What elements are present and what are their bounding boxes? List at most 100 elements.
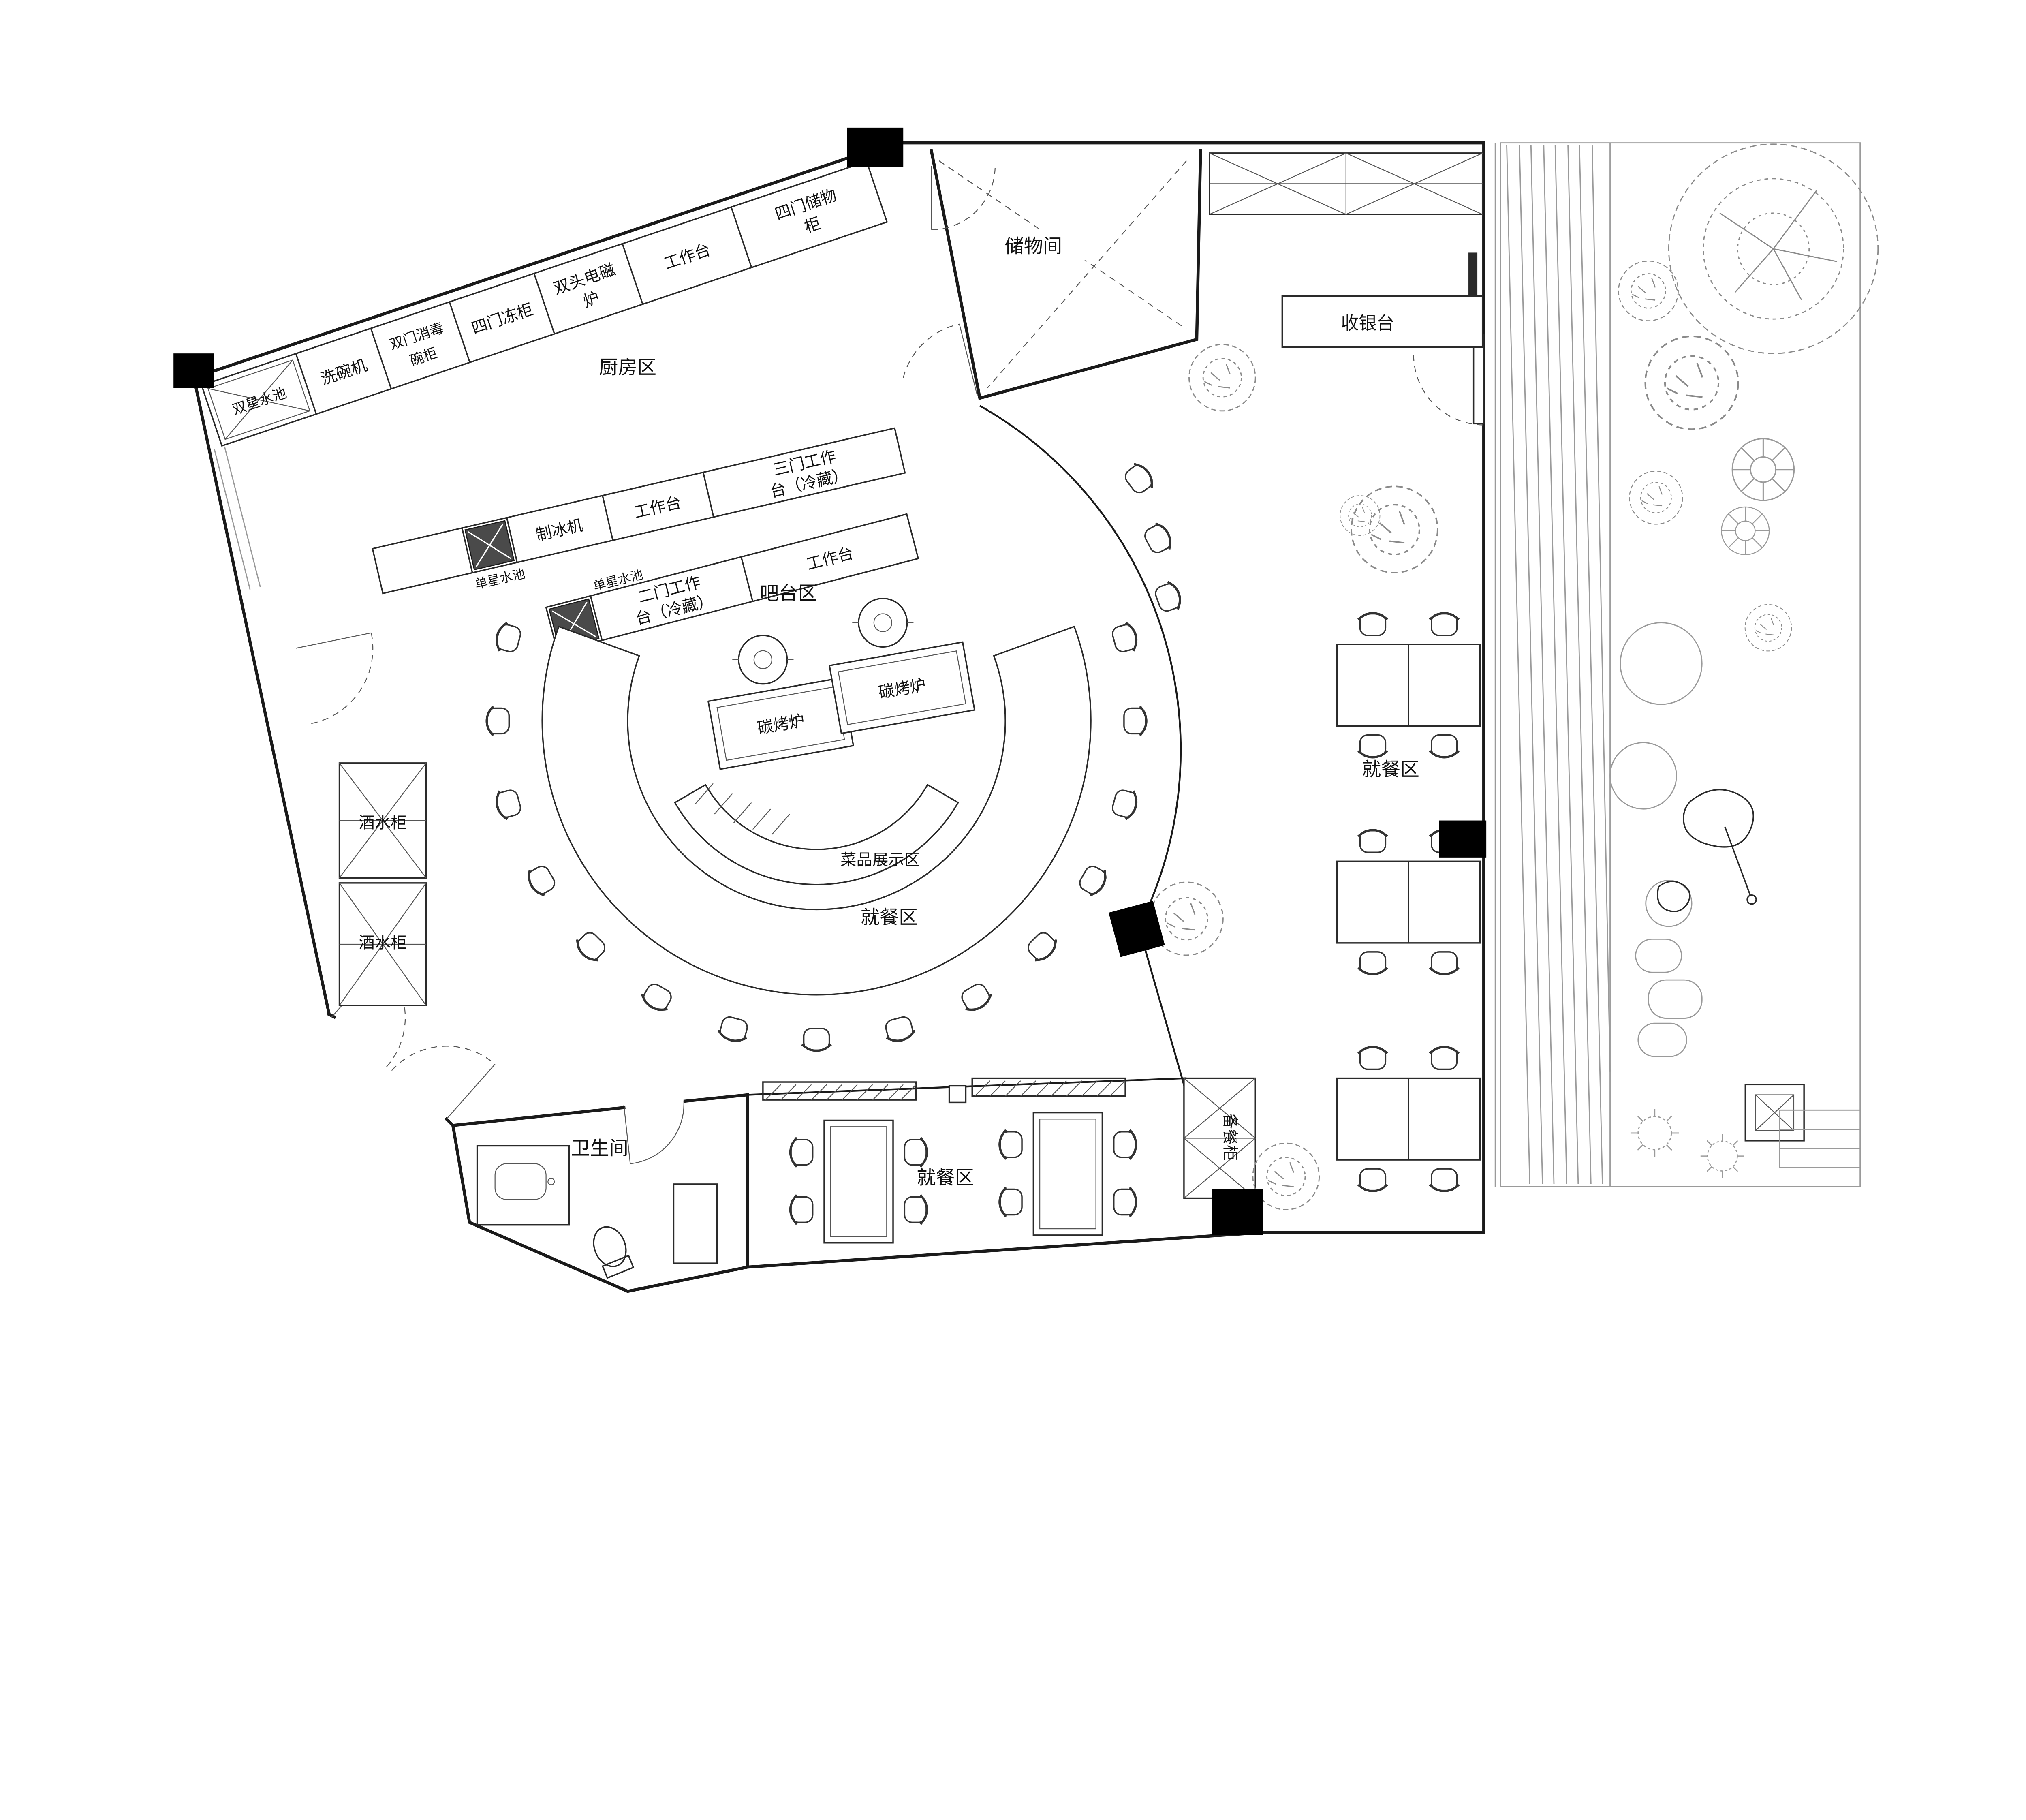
chair	[1114, 1187, 1136, 1217]
chair	[791, 1195, 813, 1224]
chair	[1358, 1047, 1387, 1069]
wine-cabinets: 酒水柜 酒水柜	[338, 762, 427, 1006]
large-tree	[1668, 143, 1879, 354]
chair	[1430, 1047, 1459, 1069]
grill-table-1: 碳烤炉	[707, 677, 855, 770]
floor-plan: 双星水池 洗碗机 双门消毒 碗柜 四门冻柜 双头电磁 炉 工作台 四门储物 柜 …	[173, 127, 1879, 1293]
chair	[1430, 952, 1459, 974]
chair	[1358, 830, 1387, 852]
kitchen-pass-door	[903, 323, 978, 396]
garden-plant	[1630, 1108, 1680, 1158]
chair	[1430, 735, 1459, 757]
single-sink-1	[464, 520, 515, 571]
garden-tree	[1629, 471, 1683, 525]
label-wine-cabinet-1: 酒水柜	[359, 814, 407, 832]
wc-cabinet	[673, 1183, 718, 1264]
cashier-desk: 收银台	[1281, 295, 1483, 348]
chair	[1076, 862, 1110, 898]
chair	[1110, 621, 1139, 655]
chair	[1024, 928, 1060, 965]
chair	[904, 1138, 927, 1167]
chair	[1000, 1130, 1022, 1159]
label-kitchen-area: 厨房区	[599, 357, 656, 379]
chair	[1358, 1169, 1387, 1191]
garden-bench	[1779, 1109, 1860, 1168]
garden-flower	[1731, 438, 1795, 501]
planter-tree	[1351, 485, 1438, 573]
toilet	[593, 1226, 635, 1279]
garden-shrub	[1609, 742, 1677, 810]
partition-strip	[762, 1077, 1126, 1104]
chair	[802, 1029, 831, 1051]
label-backing	[977, 229, 1090, 261]
double-sink-unit	[207, 359, 310, 440]
dining-right-tables	[1336, 613, 1481, 1191]
walls	[192, 141, 1496, 1293]
chair	[717, 1015, 751, 1044]
label-bar-area: 吧台区	[760, 583, 817, 604]
garden-tree	[1744, 604, 1792, 652]
storage-door	[931, 166, 996, 230]
dining-bottom: 就餐区 备餐柜	[748, 1077, 1256, 1244]
left-wall-door	[296, 632, 374, 724]
prep-cabinet: 备餐柜	[1183, 1077, 1256, 1199]
label-cashier: 收银台	[1341, 313, 1394, 333]
display-counter	[674, 783, 959, 885]
garden-rocks	[1657, 789, 1757, 912]
label-dining-right: 就餐区	[1362, 759, 1419, 780]
vanity	[476, 1145, 570, 1226]
label-display-area: 菜品展示区	[840, 851, 920, 869]
chair	[791, 1138, 813, 1167]
storage-room-walls	[930, 149, 1202, 400]
garden-tree	[1618, 260, 1679, 321]
deck-boards	[1506, 143, 1611, 1187]
label-dining-bottom: 就餐区	[917, 1167, 974, 1189]
chair	[1121, 460, 1157, 497]
doors	[296, 166, 1485, 1164]
chair	[487, 706, 509, 736]
chair	[1358, 952, 1387, 974]
garden-tree	[1644, 335, 1739, 430]
round-grill-1	[732, 635, 794, 685]
garden-flower	[1721, 506, 1770, 555]
bar-ring	[541, 625, 1092, 996]
label-restroom: 卫生间	[571, 1138, 628, 1159]
chair	[1153, 580, 1184, 615]
chair	[904, 1195, 927, 1224]
garden	[1500, 142, 1879, 1187]
chair	[1114, 1130, 1136, 1159]
chair	[882, 1015, 916, 1044]
chair	[1141, 520, 1175, 557]
column	[173, 353, 214, 388]
chair	[1358, 613, 1387, 635]
chair	[957, 981, 994, 1015]
label-storage-room: 储物间	[1005, 235, 1062, 257]
chair	[494, 787, 523, 821]
chair	[1124, 706, 1146, 736]
garden-stepping-stones	[1635, 938, 1703, 1057]
planter-tree	[1188, 344, 1256, 412]
bar-counter-row-1: 单星水池 制冰机 工作台 三门工作 台（冷藏）	[372, 427, 906, 595]
column	[1439, 820, 1487, 858]
chair	[494, 621, 523, 655]
columns	[173, 127, 1487, 1235]
chair	[524, 862, 558, 898]
label-wine-cabinet-2: 酒水柜	[359, 934, 407, 952]
restroom: 卫生间	[476, 1138, 718, 1279]
back-cabinet	[1209, 152, 1483, 215]
label-prep-cabinet: 备餐柜	[1221, 1113, 1239, 1161]
chair	[1000, 1187, 1022, 1217]
chair	[639, 981, 675, 1015]
garden-shrub	[1645, 880, 1693, 927]
column	[847, 127, 904, 167]
chair	[573, 928, 609, 965]
column	[1109, 900, 1165, 957]
garden-plant	[1700, 1133, 1745, 1178]
chair	[1430, 1169, 1459, 1191]
label-dining-center: 就餐区	[861, 907, 918, 928]
round-grill-2	[852, 597, 914, 648]
floor-plan-page: 双星水池 洗碗机 双门消毒 碗柜 四门冻柜 双头电磁 炉 工作台 四门储物 柜 …	[173, 127, 1879, 1293]
restroom-door	[623, 1101, 684, 1164]
chair	[1110, 787, 1139, 821]
column	[1212, 1189, 1263, 1235]
